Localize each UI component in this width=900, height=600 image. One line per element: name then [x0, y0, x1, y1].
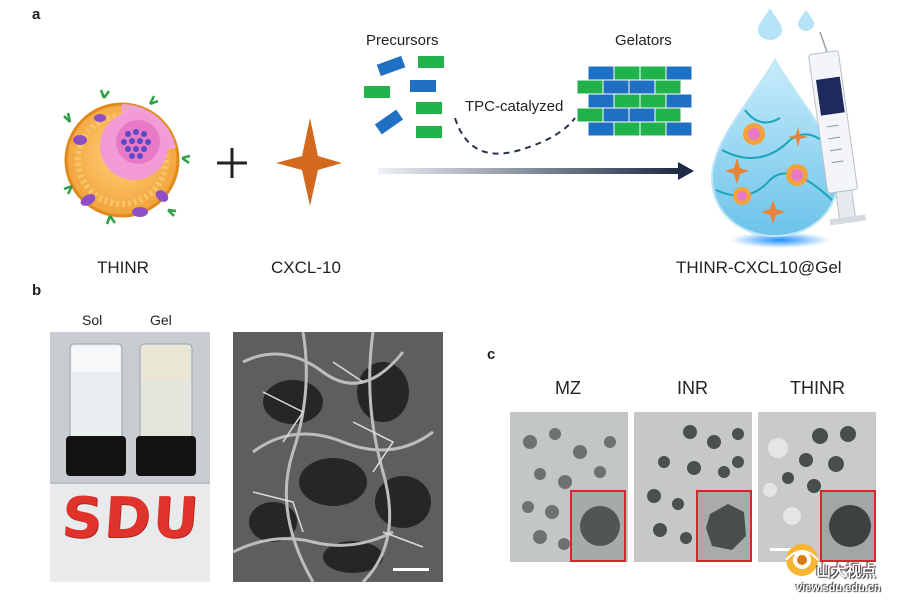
gelator-blocks [576, 65, 693, 137]
tem-inset-thinr [820, 490, 876, 562]
tem-label-thinr: THINR [790, 378, 845, 398]
tem-scale-bar [770, 548, 792, 551]
sem-micrograph [233, 332, 443, 582]
tem-label-mz: MZ [555, 378, 581, 398]
syringe-illustration [808, 31, 867, 226]
watermark-url: view.sdu.edu.cn [796, 582, 881, 594]
gelators-label: Gelators [615, 32, 672, 49]
tem-label-inr: INR [677, 378, 708, 398]
tpc-catalyzed-label: TPC-catalyzed [463, 98, 566, 115]
watermark-logo-icon [785, 544, 819, 576]
sem-scale-bar [393, 568, 429, 571]
precursors-label: Precursors [366, 32, 439, 49]
gel-label: Gel [150, 312, 172, 328]
product-label: THINR-CXCL10@Gel [676, 258, 842, 277]
tem-inset-inr [696, 490, 752, 562]
thinr-nanoparticle-illustration [63, 89, 191, 225]
tem-image-inr [634, 412, 752, 562]
vial-photo [50, 332, 210, 582]
cxcl10-label: CXCL-10 [271, 258, 341, 277]
sdu-logo-text: SDU [59, 486, 203, 551]
thinr-label: THINR [97, 258, 149, 277]
cxcl10-star-icon [276, 118, 342, 206]
watermark-name: 山大视点 [816, 562, 877, 580]
tem-image-thinr [758, 412, 876, 562]
tem-image-mz [510, 412, 628, 562]
plus-icon [217, 148, 247, 178]
process-arrow [378, 162, 694, 180]
precursor-blocks [364, 55, 444, 138]
tpc-dashed-curve [454, 117, 576, 155]
panel-a-letter: a [32, 6, 41, 23]
tem-inset-mz [570, 490, 626, 562]
panel-c-letter: c [487, 346, 496, 363]
panel-b-letter: b [32, 282, 42, 299]
panel-a-figure [63, 8, 867, 248]
sol-label: Sol [82, 312, 103, 328]
